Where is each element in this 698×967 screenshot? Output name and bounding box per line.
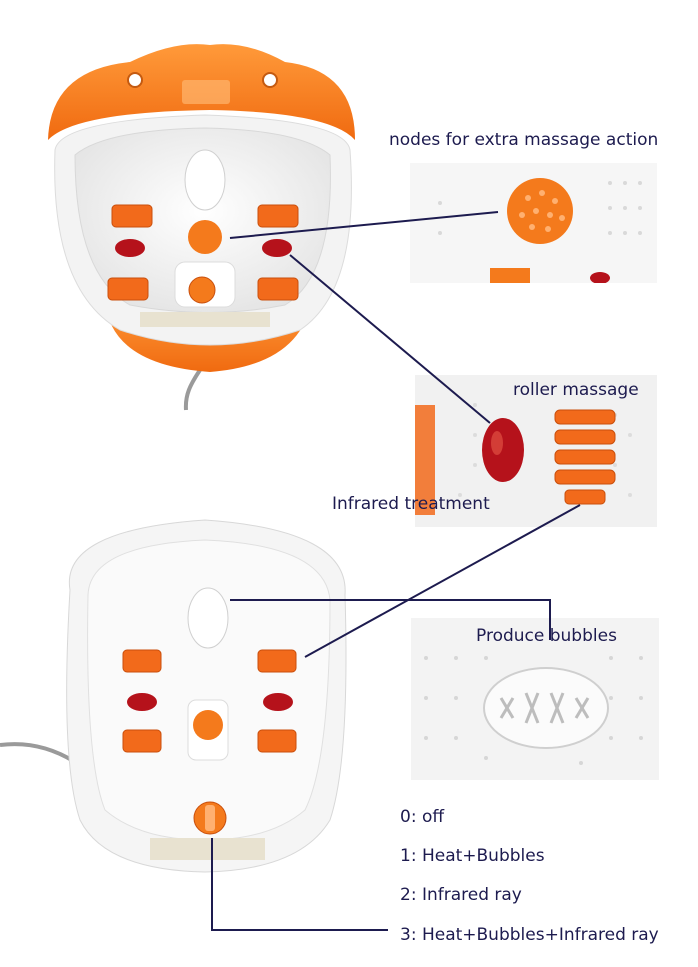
label-roller: roller massage (513, 380, 639, 400)
panel-bubbles (411, 618, 659, 780)
mode-item-0: 0: off (400, 807, 445, 827)
leader-nodes (229, 211, 499, 239)
leader-roller (304, 504, 581, 658)
mode-item-3: 3: Heat+Bubbles+Infrared ray (400, 925, 659, 945)
roller-infrared-closeup (415, 403, 632, 515)
label-nodes: nodes for extra massage action (389, 130, 659, 150)
leader-knob (211, 838, 388, 931)
panel-roller-infrared (415, 375, 657, 527)
power-cord (0, 742, 77, 764)
mode-item-2: 2: Infrared ray (400, 885, 522, 905)
leader-bubbles (230, 599, 551, 640)
power-cord (183, 368, 202, 411)
mode-item-1: 1: Heat+Bubbles (400, 846, 545, 866)
label-infrared: Infrared treatment (332, 494, 490, 514)
nodes-closeup (438, 178, 642, 283)
foot-spa-bottom-photo (0, 519, 347, 873)
leader-infrared (289, 254, 491, 424)
label-bubbles: Produce bubbles (476, 626, 617, 646)
foot-spa-top-photo (48, 44, 355, 411)
panel-nodes (410, 163, 657, 283)
bubbles-closeup (424, 656, 643, 765)
